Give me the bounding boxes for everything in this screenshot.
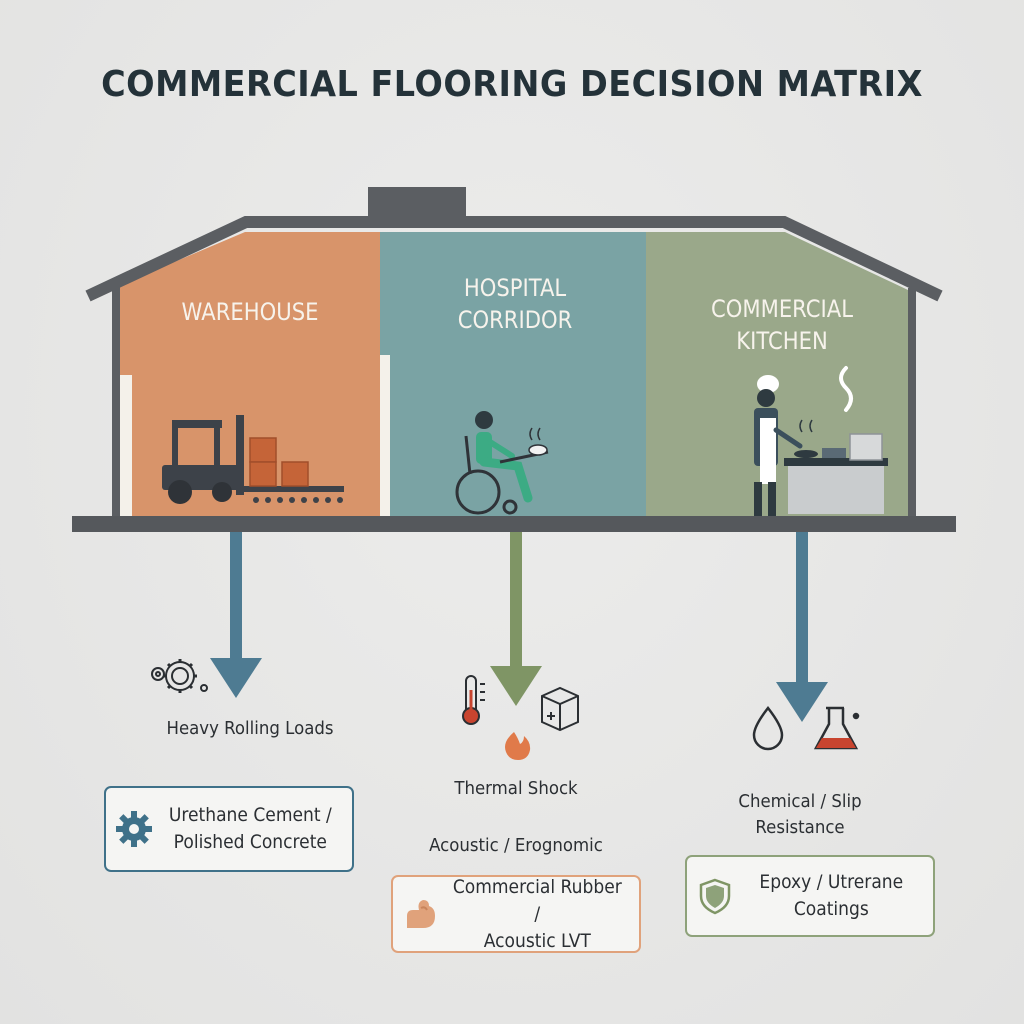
warehouse-label: WAREHOUSE <box>153 296 347 328</box>
warehouse-arrow <box>210 532 262 698</box>
warehouse-name: WAREHOUSE <box>181 298 319 326</box>
kitchen-zone <box>646 232 908 517</box>
warehouse-solution-line2: Polished Concrete <box>173 831 327 853</box>
warehouse-inner-wall <box>380 355 390 517</box>
kitchen-solution-card: Epoxy / Utrerane Coatings <box>685 855 935 937</box>
hospital-solution-line2: Acoustic LVT <box>483 929 591 952</box>
warehouse-solution-card: Urethane Cement / Polished Concrete <box>104 786 354 872</box>
wheelchair-patient-icon <box>455 411 549 515</box>
kitchen-solution-line1: Epoxy / Utrerane <box>759 871 904 893</box>
hospital-label: HOSPITAL CORRIDOR <box>414 272 616 336</box>
hospital-solution-line1: Commercial Rubber / <box>452 875 622 925</box>
warehouse-condition: Heavy Rolling Loads <box>166 718 334 739</box>
flame-icon <box>505 732 531 760</box>
warehouse-solution-line1: Urethane Cement / <box>168 804 332 826</box>
kitchen-solution-line2: Coatings <box>793 898 869 920</box>
warehouse-zone <box>120 232 380 517</box>
forklift-icon <box>162 415 344 504</box>
hospital-name-line1: HOSPITAL <box>463 274 567 302</box>
kitchen-condition-line1: Chemical / Slip <box>738 791 862 812</box>
water-drop-icon <box>752 705 784 751</box>
kitchen-solution-text: Epoxy / Utrerane Coatings <box>745 869 923 923</box>
ice-cube-icon <box>541 686 579 732</box>
hospital-arrow <box>490 532 542 706</box>
warehouse-solution-text: Urethane Cement / Polished Concrete <box>164 802 342 856</box>
hospital-acoustic-condition: Acoustic / Erognomic <box>429 835 603 856</box>
kitchen-name-line2: KITCHEN <box>736 327 828 355</box>
hospital-solution-card: Commercial Rubber / Acoustic LVT <box>391 875 641 953</box>
hospital-thermal-condition: Thermal Shock <box>454 778 578 799</box>
shield-icon <box>699 878 731 915</box>
chef-icon <box>754 366 888 516</box>
flexed-arm-icon <box>407 900 435 928</box>
chemical-flask-icon <box>813 706 860 750</box>
page-title: COMMERCIAL FLOORING DECISION MATRIX <box>101 64 923 105</box>
gear-bearing-icon <box>151 659 208 693</box>
kitchen-name-line1: COMMERCIAL <box>711 295 853 323</box>
thermometer-icon <box>462 675 485 725</box>
warehouse-door <box>120 375 132 517</box>
hospital-name-line2: CORRIDOR <box>457 306 573 334</box>
kitchen-arrow <box>776 532 828 722</box>
kitchen-label: COMMERCIAL KITCHEN <box>678 293 886 357</box>
kitchen-condition-line2: Resistance <box>755 817 845 838</box>
hospital-solution-text: Commercial Rubber / Acoustic LVT <box>451 874 629 955</box>
floor-slab <box>72 516 956 532</box>
gear-icon <box>116 811 152 847</box>
kitchen-condition: Chemical / Slip Resistance <box>708 789 892 841</box>
roof-outline <box>85 216 943 302</box>
